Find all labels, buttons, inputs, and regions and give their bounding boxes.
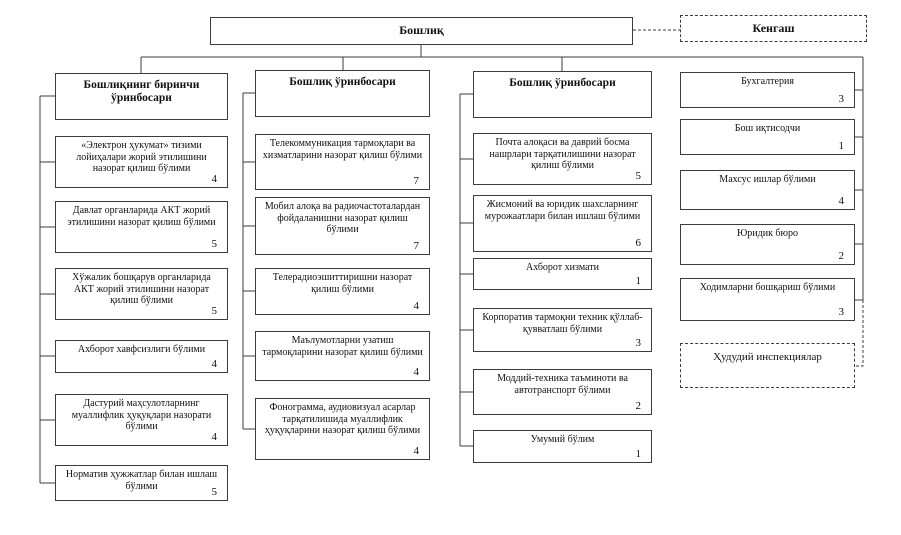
root-box: Бошлиқ — [210, 17, 633, 45]
dept-box-hr: Ходимларни бошқариш бўлими 3 — [680, 278, 855, 321]
dept-box-broadcasting: Телерадиоэшиттиришни назорат қилиш бўлим… — [255, 268, 430, 315]
dept-label: Жисмоний ва юридик шахсларнинг мурожаатл… — [484, 199, 641, 222]
dept-box-general: Умумий бўлим 1 — [473, 430, 652, 463]
dept-label: «Электрон ҳукумат» тизими лойиҳалари жор… — [76, 140, 207, 175]
dept-box-special-affairs: Махсус ишлар бўлими 4 — [680, 170, 855, 210]
dept-label: Маълумотларни узатиш тармоқларини назора… — [262, 335, 423, 358]
dept-box-telecom: Телекоммуникация тармоқлари ва хизматлар… — [255, 134, 430, 190]
dept-count: 4 — [838, 195, 845, 208]
deputy-title: Бошлиқ ўринбосари — [509, 77, 616, 89]
territorial-inspections-box: Ҳудудий инспекциялар — [680, 343, 855, 388]
dept-box-gov-ict: Давлат органларида АКТ жорий этилишини н… — [55, 201, 228, 253]
council-label: Кенгаш — [752, 20, 795, 35]
dept-count: 5 — [211, 238, 218, 251]
dept-count: 6 — [635, 237, 642, 250]
dept-label: Бухгалтерия — [741, 76, 794, 87]
dept-box-chief-economist: Бош иқтисодчи 1 — [680, 119, 855, 155]
dept-label: Мобил алоқа ва радиочастоталардан фойдал… — [264, 201, 421, 236]
column2-header: Бошлиқ ўринбосари — [255, 70, 430, 117]
root-label: Бошлиқ — [399, 23, 444, 38]
dept-box-phonogram: Фонограмма, аудиовизуал асарлар тарқатил… — [255, 398, 430, 460]
dept-count: 4 — [413, 445, 420, 458]
dept-label: Ахборот хавфсизлиги бўлими — [77, 344, 206, 355]
dept-count: 5 — [211, 305, 218, 318]
dept-count: 4 — [211, 358, 218, 371]
dept-label: Махсус ишлар бўлими — [719, 174, 816, 185]
dept-count: 3 — [838, 93, 845, 106]
dept-count: 2 — [838, 250, 845, 263]
dept-label: Фонограмма, аудиовизуал асарлар тарқатил… — [264, 402, 421, 437]
deputy-title: Бошлиқ ўринбосари — [289, 76, 396, 88]
dept-box-econ-ict: Хўжалик бошқарув органларида АКТ жорий э… — [55, 268, 228, 320]
territorial-label: Ҳудудий инспекциялар — [713, 351, 822, 363]
dept-label: Корпоратив тармоқни техник қўллаб-қувват… — [482, 312, 643, 335]
dept-box-data-networks: Маълумотларни узатиш тармоқларини назора… — [255, 331, 430, 381]
dept-label: Дастурий маҳсулотларнинг муаллифлик ҳуқу… — [71, 398, 212, 433]
dept-box-info-service: Ахборот хизмати 1 — [473, 258, 652, 290]
dept-box-infosec: Ахборот хавфсизлиги бўлими 4 — [55, 340, 228, 373]
dept-label: Бош иқтисодчи — [734, 123, 801, 134]
dept-count: 5 — [635, 170, 642, 183]
dept-label: Почта алоқаси ва даврий босма нашрлари т… — [489, 137, 636, 172]
column1-header: Бошлиқнинг биринчи ўринбосари — [55, 73, 228, 120]
dept-count: 5 — [211, 486, 218, 499]
dept-label: Умумий бўлим — [530, 434, 595, 445]
dept-label: Давлат органларида АКТ жорий этилишини н… — [67, 205, 216, 228]
dept-count: 1 — [635, 275, 642, 288]
dept-box-logistics: Моддий-техника таъминоти ва автотранспор… — [473, 369, 652, 415]
dept-label: Хўжалик бошқарув органларида АКТ жорий э… — [72, 272, 211, 307]
dept-label: Ходимларни бошқариш бўлими — [699, 282, 836, 293]
deputy-title: Бошлиқнинг биринчи ўринбосари — [83, 79, 200, 105]
dept-count: 4 — [211, 173, 218, 186]
dept-label: Юридик бюро — [737, 228, 798, 239]
column3-header: Бошлиқ ўринбосари — [473, 71, 652, 118]
dept-box-accounting: Бухгалтерия 3 — [680, 72, 855, 108]
dept-count: 1 — [635, 448, 642, 461]
council-box: Кенгаш — [680, 15, 867, 42]
dept-count: 4 — [413, 366, 420, 379]
dept-count: 1 — [838, 140, 845, 153]
dept-box-postal: Почта алоқаси ва даврий босма нашрлари т… — [473, 133, 652, 185]
dept-label: Моддий-техника таъминоти ва автотранспор… — [497, 373, 628, 396]
dept-box-legal-bureau: Юридик бюро 2 — [680, 224, 855, 265]
dept-count: 3 — [838, 306, 845, 319]
dept-label: Телерадиоэшиттиришни назорат қилиш бўлим… — [272, 272, 413, 295]
dept-label: Телекоммуникация тармоқлари ва хизматлар… — [262, 138, 423, 161]
dept-box-normative-docs: Норматив ҳужжатлар билан ишлаш бўлими 5 — [55, 465, 228, 501]
dept-label: Норматив ҳужжатлар билан ишлаш бўлими — [65, 469, 218, 492]
dept-box-mobile-radio: Мобил алоқа ва радиочастоталардан фойдал… — [255, 197, 430, 255]
dept-count: 7 — [413, 175, 420, 188]
dept-count: 4 — [413, 300, 420, 313]
dept-count: 2 — [635, 400, 642, 413]
dept-label: Ахборот хизмати — [526, 262, 599, 273]
dept-box-software-copyright: Дастурий маҳсулотларнинг муаллифлик ҳуқу… — [55, 394, 228, 446]
dept-box-appeals: Жисмоний ва юридик шахсларнинг мурожаатл… — [473, 195, 652, 252]
dept-box-corporate-network: Корпоратив тармоқни техник қўллаб-қувват… — [473, 308, 652, 352]
dept-count: 7 — [413, 240, 420, 253]
dept-box-egov: «Электрон ҳукумат» тизими лойиҳалари жор… — [55, 136, 228, 188]
dept-count: 4 — [211, 431, 218, 444]
dept-count: 3 — [635, 337, 642, 350]
